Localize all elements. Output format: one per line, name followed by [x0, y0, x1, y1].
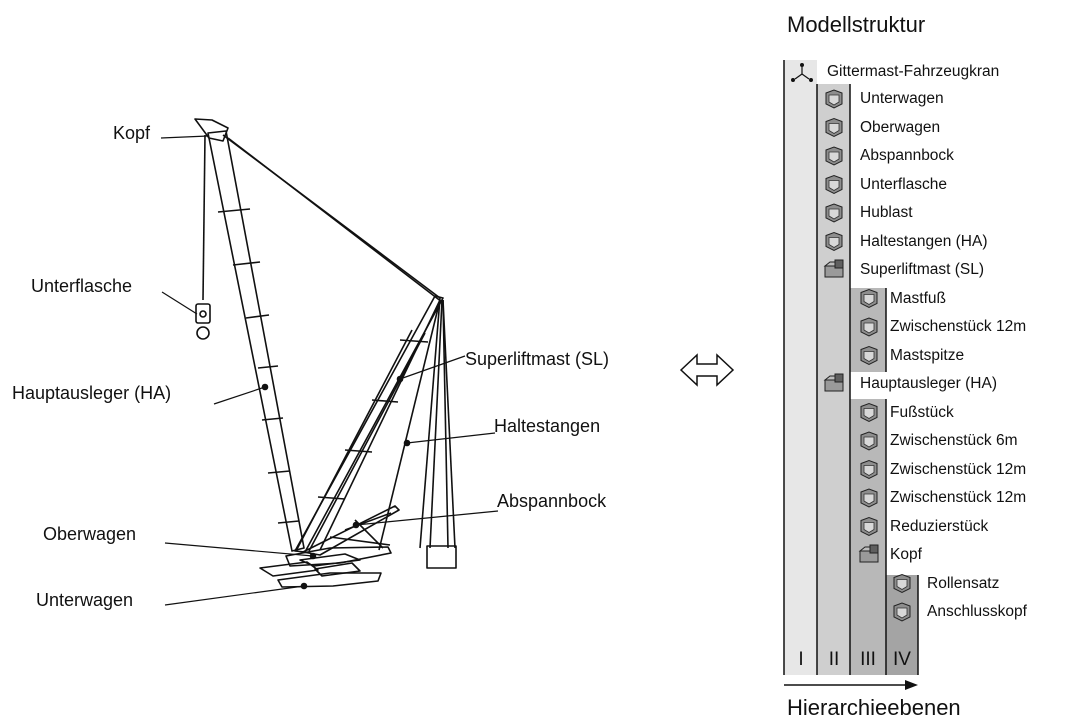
- part-icon: [825, 89, 843, 109]
- tree-item[interactable]: Zwischenstück 12m: [890, 489, 1027, 506]
- label-unterflasche: Unterflasche: [31, 276, 133, 296]
- label-abspannbock: Abspannbock: [497, 491, 607, 511]
- tree-item[interactable]: Hublast: [860, 204, 913, 221]
- hierarchy-axis-label: Hierarchieebenen: [787, 695, 961, 720]
- root-axes-icon: [790, 62, 813, 82]
- level-label-1: I: [798, 649, 804, 670]
- part-icon: [860, 317, 878, 337]
- tree-item[interactable]: Zwischenstück 6m: [890, 432, 1018, 449]
- boom-head: [194, 118, 229, 142]
- hook-block: [195, 303, 211, 324]
- label-haltestangen: Haltestangen: [494, 416, 601, 436]
- tree-item[interactable]: Reduzierstück: [890, 517, 989, 535]
- tree-root-label: Gittermast-Fahrzeugkran: [827, 63, 1000, 80]
- label-hauptausleger: Hauptausleger (HA): [12, 383, 172, 403]
- tree-title: Modellstruktur: [787, 12, 926, 37]
- level-label-3: III: [860, 649, 876, 670]
- part-icon: [860, 345, 878, 366]
- tree-item[interactable]: Anschlusskopf: [927, 603, 1027, 620]
- assembly-icon: [858, 544, 879, 563]
- label-kopf: Kopf: [113, 123, 151, 143]
- double-arrow-icon: [679, 353, 735, 387]
- tree-item[interactable]: Oberwagen: [860, 118, 941, 136]
- part-icon: [860, 402, 878, 423]
- tree-item[interactable]: Hauptausleger (HA): [860, 375, 997, 392]
- level-label-2: II: [828, 649, 840, 670]
- part-icon: [893, 602, 911, 622]
- lower-carriage: [259, 561, 382, 588]
- part-icon: [893, 573, 911, 594]
- tree-item[interactable]: Unterflasche: [860, 175, 948, 193]
- level-label-4: IV: [893, 649, 911, 670]
- part-icon: [860, 431, 878, 451]
- tree-item[interactable]: Abspannbock: [860, 147, 954, 164]
- part-icon: [860, 459, 878, 480]
- main-boom: [207, 130, 305, 552]
- suspension-rods: [319, 297, 457, 569]
- label-unterwagen: Unterwagen: [36, 590, 134, 610]
- superlift-mast: [294, 295, 444, 553]
- part-icon: [825, 117, 843, 138]
- hook: [196, 326, 210, 340]
- part-icon: [825, 174, 843, 195]
- assembly-icon: [823, 259, 844, 278]
- tree-item[interactable]: Mastfuß: [890, 289, 946, 307]
- part-icon: [860, 488, 878, 508]
- label-oberwagen: Oberwagen: [43, 524, 137, 544]
- tree-item[interactable]: Superliftmast (SL): [860, 261, 985, 278]
- label-superliftmast: Superliftmast (SL): [465, 349, 610, 369]
- assembly-icon: [823, 373, 844, 392]
- tree-item[interactable]: Zwischenstück 12m: [890, 460, 1027, 478]
- part-icon: [825, 203, 843, 223]
- hoist-rope: [202, 134, 206, 301]
- tree-item[interactable]: Haltestangen (HA): [860, 232, 988, 250]
- tree-item[interactable]: Kopf: [890, 546, 922, 563]
- part-icon: [860, 288, 878, 309]
- part-icon: [825, 231, 843, 252]
- tree-item[interactable]: Zwischenstück 12m: [890, 318, 1027, 335]
- tree-item[interactable]: Mastspitze: [890, 346, 965, 364]
- tree-item[interactable]: Fußstück: [890, 403, 954, 421]
- tree-item[interactable]: Unterwagen: [860, 90, 944, 107]
- part-icon: [860, 516, 878, 537]
- part-icon: [825, 146, 843, 166]
- tree-item[interactable]: Rollensatz: [927, 574, 1000, 592]
